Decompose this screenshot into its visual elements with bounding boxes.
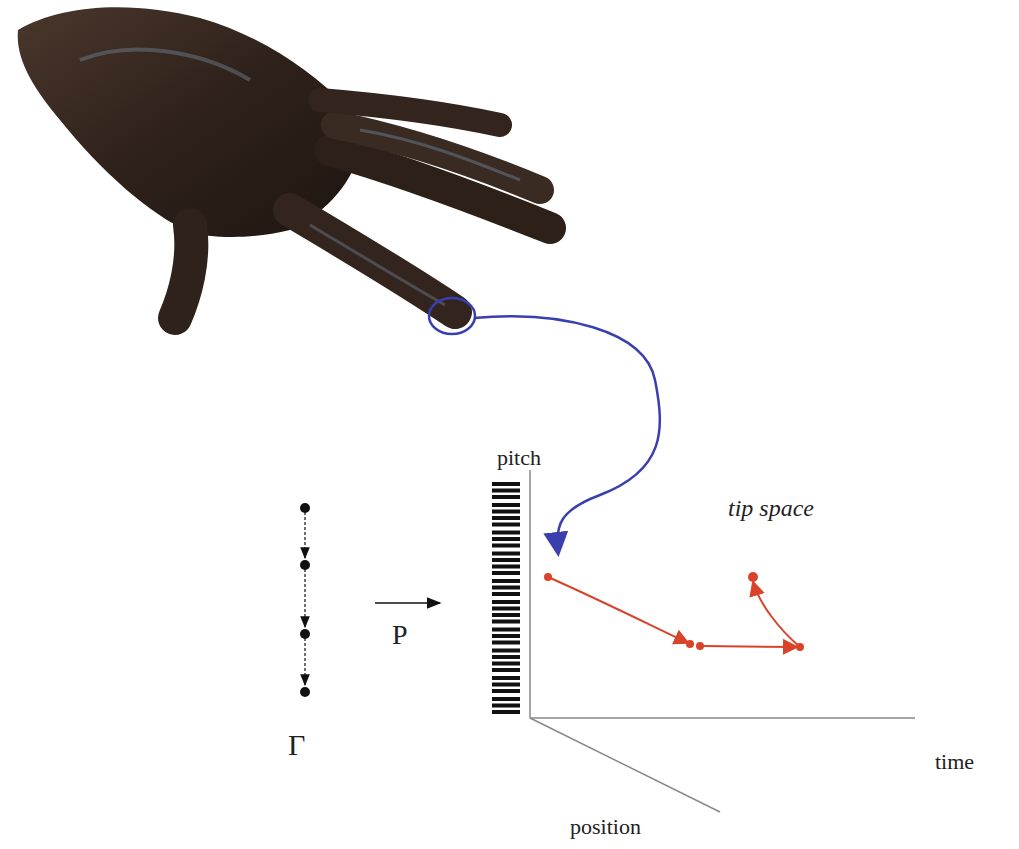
trajectory-points bbox=[544, 572, 804, 651]
axes bbox=[530, 470, 915, 812]
map-label: P bbox=[392, 620, 408, 651]
dot-chain bbox=[300, 503, 310, 697]
axis-label: time bbox=[935, 750, 974, 774]
axis-label: position bbox=[570, 815, 641, 839]
trajectory bbox=[548, 577, 800, 647]
fingertip-leader bbox=[474, 316, 660, 552]
fingertip-circle bbox=[429, 298, 475, 334]
keyboard bbox=[492, 482, 520, 714]
map-arrow bbox=[375, 602, 440, 604]
bronze-hand bbox=[18, 7, 550, 318]
sequence-label: Γ bbox=[288, 728, 305, 761]
space-label: tip space bbox=[728, 495, 814, 521]
axis-label: pitch bbox=[497, 446, 541, 470]
